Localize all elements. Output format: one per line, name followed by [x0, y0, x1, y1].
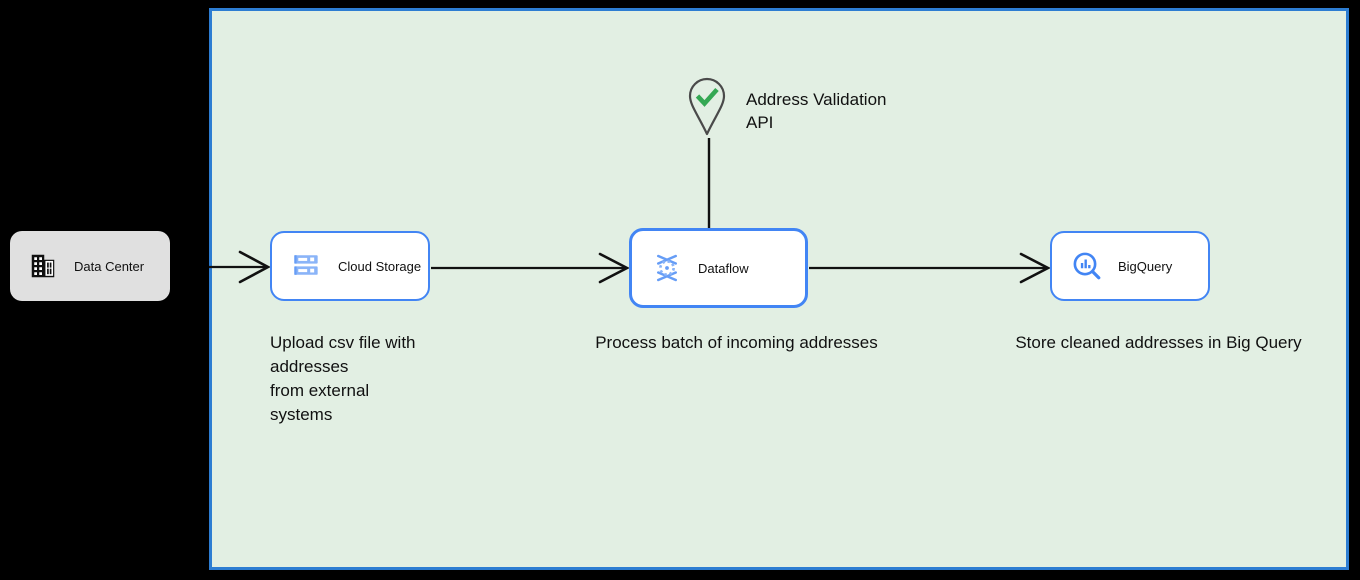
- caption-cloud-storage: Upload csv file with addresses from exte…: [270, 333, 416, 424]
- node-cloud-storage[interactable]: Cloud Storage: [270, 231, 430, 301]
- node-label-address-validation-api: Address Validation API: [746, 90, 887, 132]
- dataflow-icon: [652, 253, 682, 283]
- caption-dataflow: Process batch of incoming addresses: [595, 333, 878, 352]
- caption-bigquery: Store cleaned addresses in Big Query: [1015, 333, 1302, 352]
- node-bigquery[interactable]: BigQuery: [1050, 231, 1210, 301]
- node-label-cloud-storage: Cloud Storage: [338, 258, 422, 274]
- node-data-center[interactable]: Data Center: [10, 231, 170, 301]
- node-label-dataflow: Dataflow: [698, 260, 749, 276]
- node-dataflow[interactable]: Dataflow: [629, 228, 808, 308]
- node-label-bigquery: BigQuery: [1118, 258, 1173, 274]
- office-building-icon: [28, 251, 58, 281]
- map-pin-check-icon: [686, 76, 728, 138]
- cloud-storage-icon: [292, 251, 322, 281]
- bigquery-icon: [1072, 251, 1102, 281]
- node-label-data-center: Data Center: [74, 258, 145, 274]
- node-address-validation-api[interactable]: Address Validation API: [686, 76, 887, 138]
